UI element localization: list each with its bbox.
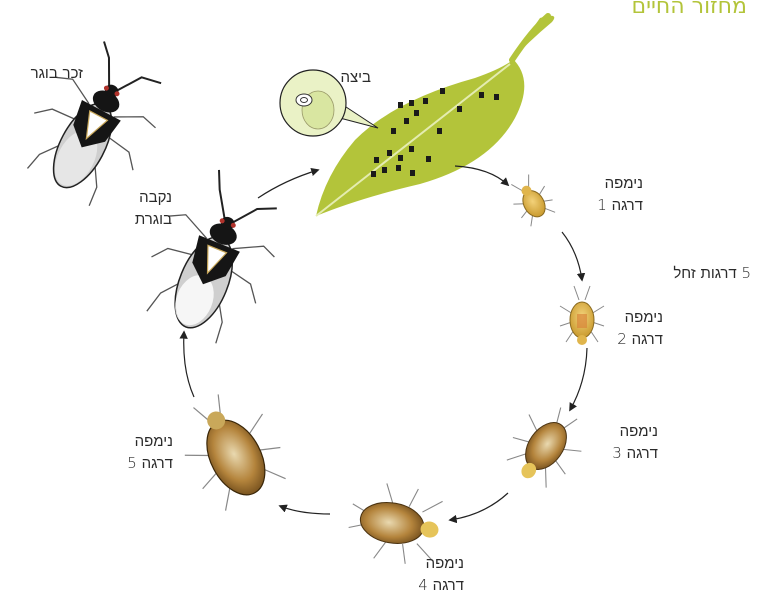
label-nymph-5: נימפה דרגה 5 xyxy=(127,430,173,474)
label-nymph5-line2: דרגה 5 xyxy=(127,452,173,474)
nymph-stage-1 xyxy=(504,170,558,228)
label-female-line1: נקבה xyxy=(135,186,172,208)
nymph-stage-3 xyxy=(498,395,595,496)
label-nymph4-line1: נימפה xyxy=(418,552,464,574)
label-nymph5-line1: נימפה xyxy=(127,430,173,452)
label-nymph3-line1: נימפה xyxy=(612,420,658,442)
label-female-line2: בוגרת xyxy=(135,208,172,230)
label-egg: ביצה xyxy=(340,66,371,88)
label-nymph3-line2: דרגה 3 xyxy=(612,442,658,464)
label-female-adult: נקבה בוגרת xyxy=(135,186,172,230)
label-nymph1-line1: נימפה xyxy=(597,172,643,194)
label-nymph-2: נימפה דרגה 2 xyxy=(617,306,663,350)
label-egg-text: ביצה xyxy=(340,66,371,88)
label-nymph-1: נימפה דרגה 1 xyxy=(597,172,643,216)
label-larval-stages-note: 5 דרגות זחל xyxy=(673,262,751,284)
label-nymph2-line2: דרגה 2 xyxy=(617,328,663,350)
label-nymph-3: נימפה דרגה 3 xyxy=(612,420,658,464)
label-nymph2-line1: נימפה xyxy=(617,306,663,328)
label-nymph-4: נימפה דרגה 4 xyxy=(418,552,464,596)
nymph-stage-5 xyxy=(167,380,294,515)
label-male-adult: זכר בוגר xyxy=(31,62,83,84)
label-note-text: 5 דרגות זחל xyxy=(673,262,751,284)
label-nymph4-line2: דרגה 4 xyxy=(418,574,464,596)
label-male-adult-text: זכר בוגר xyxy=(31,62,83,84)
nymph-stage-2 xyxy=(560,286,604,345)
label-nymph1-line2: דרגה 1 xyxy=(597,194,643,216)
